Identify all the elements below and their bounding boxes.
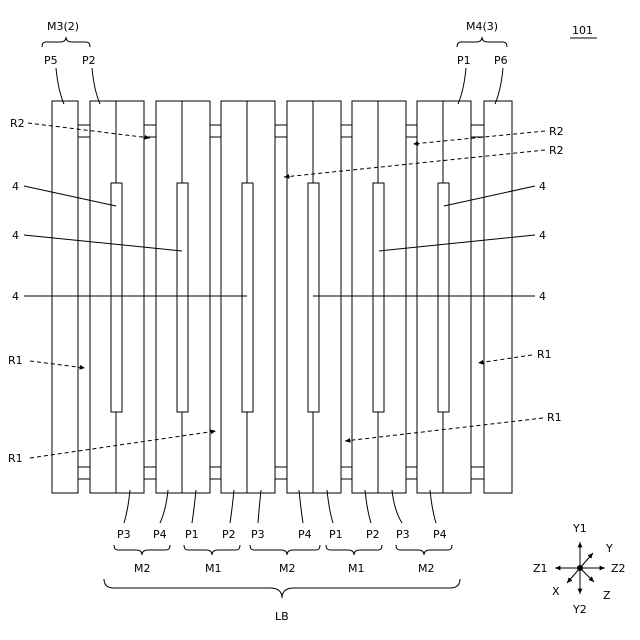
pad-label-1: P3 <box>117 528 131 541</box>
r2-label-right-2: R2 <box>549 144 564 157</box>
r1-label-right-1: R1 <box>537 348 552 361</box>
bottom-leader-1 <box>124 490 130 523</box>
bottom-leaders <box>124 490 436 523</box>
bottom-pad-labels: P3 P4 P1 P2 P3 P4 P1 P2 P3 P4 <box>117 528 447 541</box>
axis-z-label: Z <box>603 589 611 602</box>
bottom-leader-9 <box>392 490 402 523</box>
slot-6 <box>438 183 449 412</box>
pad-label-8: P2 <box>366 528 380 541</box>
plate-p6 <box>484 101 512 493</box>
slot-4 <box>308 183 319 412</box>
pad-label-5: P3 <box>251 528 265 541</box>
hole-label-r2: 4 <box>539 229 546 242</box>
bottom-leader-2 <box>160 490 168 523</box>
axis-z1-label: Z1 <box>533 562 548 575</box>
bottom-leader-4 <box>230 490 234 523</box>
bottom-leader-8 <box>365 490 371 523</box>
stack-brace <box>104 579 460 598</box>
group-braces <box>114 545 452 555</box>
p6-label: P6 <box>494 54 508 67</box>
group-brace-4 <box>326 545 382 555</box>
m3-label: M3(2) <box>47 20 79 33</box>
p2-label-top: P2 <box>82 54 96 67</box>
hole-label-r3: 4 <box>539 290 546 303</box>
pad-label-3: P1 <box>185 528 199 541</box>
axis-y2-label: Y2 <box>572 603 587 616</box>
pad-label-4: P2 <box>222 528 236 541</box>
group-labels: M2 M1 M2 M1 M2 <box>134 562 435 575</box>
axis-y1-label: Y1 <box>572 522 587 535</box>
group-brace-5 <box>396 545 452 555</box>
hole-label-l1: 4 <box>12 180 19 193</box>
pad-label-6: P4 <box>298 528 312 541</box>
group-label-5: M2 <box>418 562 435 575</box>
p6-leader <box>495 68 503 104</box>
figure-number: 101 <box>572 24 593 37</box>
top-leaders <box>56 68 503 104</box>
r2-label-right-1: R2 <box>549 125 564 138</box>
m4-brace <box>457 37 507 47</box>
bottom-leader-6 <box>299 490 303 523</box>
pad-label-9: P3 <box>396 528 410 541</box>
p1-leader <box>458 68 466 104</box>
slot-1 <box>111 183 122 412</box>
hole-label-l2: 4 <box>12 229 19 242</box>
r1-label-left-2: R1 <box>8 452 23 465</box>
group-label-2: M1 <box>205 562 222 575</box>
r2-label-left: R2 <box>10 117 25 130</box>
stack-label: LB <box>275 610 289 623</box>
group-label-4: M1 <box>348 562 365 575</box>
hole-label-l3: 4 <box>12 290 19 303</box>
bottom-leader-10 <box>430 490 436 523</box>
bottom-leader-5 <box>258 490 261 523</box>
p5-leader <box>56 68 64 104</box>
slot-5 <box>373 183 384 412</box>
r1-label-left-1: R1 <box>8 354 23 367</box>
axis-origin <box>578 566 583 571</box>
group-brace-1 <box>114 545 170 555</box>
pad-label-7: P1 <box>329 528 343 541</box>
group-brace-2 <box>184 545 240 555</box>
r1-label-right-2: R1 <box>547 411 562 424</box>
p5-label: P5 <box>44 54 58 67</box>
bottom-leader-3 <box>192 490 196 523</box>
m3-brace <box>42 37 90 47</box>
p1-label-top: P1 <box>457 54 471 67</box>
axis-z2-label: Z2 <box>611 562 626 575</box>
m4-label: M4(3) <box>466 20 498 33</box>
slot-2 <box>177 183 188 412</box>
pad-label-10: P4 <box>433 528 447 541</box>
group-brace-3 <box>250 545 320 555</box>
pad-label-2: P4 <box>153 528 167 541</box>
top-braces <box>42 37 507 47</box>
axis-y-label: Y <box>605 542 613 555</box>
plate-p5 <box>52 101 78 493</box>
axis-x-label: X <box>552 585 560 598</box>
slot-3 <box>242 183 253 412</box>
p2-leader <box>92 68 100 104</box>
hole-label-r1: 4 <box>539 180 546 193</box>
group-label-1: M2 <box>134 562 151 575</box>
bottom-leader-7 <box>327 490 333 523</box>
group-label-3: M2 <box>279 562 296 575</box>
axes-indicator <box>555 542 605 594</box>
